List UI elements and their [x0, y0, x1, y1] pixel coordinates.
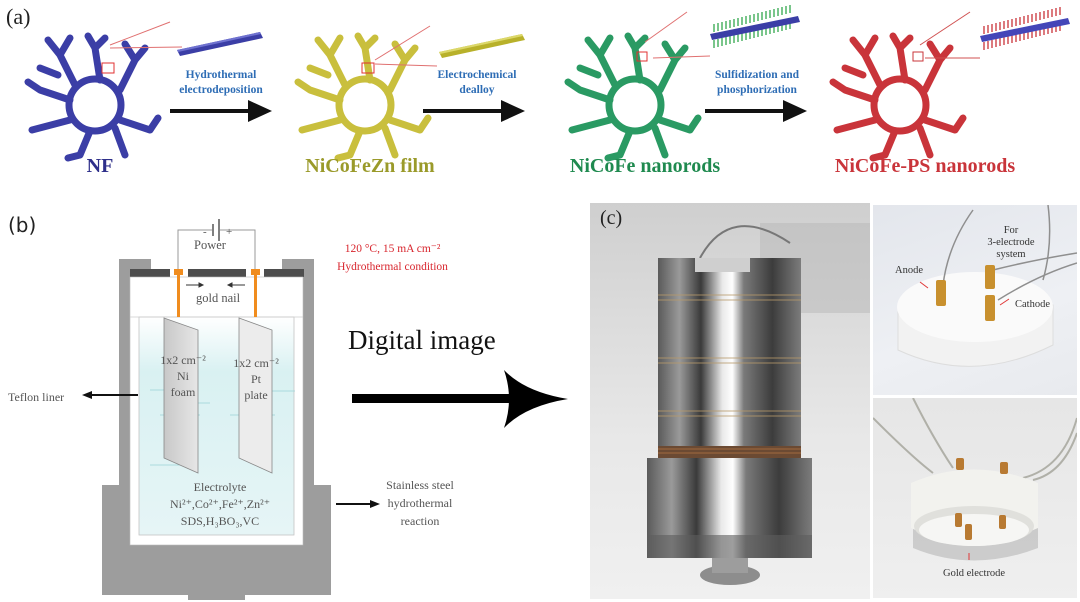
reactor-diagram [102, 219, 331, 600]
stainless-steel-label: Stainless steel hydrothermal reaction [380, 476, 460, 530]
gold-nail-left [174, 269, 183, 317]
material-label-nicofe-ps: NiCoFe-PS nanorods [834, 155, 1016, 177]
pt-plate-label: 1x2 cm⁻² Pt plate [231, 355, 281, 403]
gold-electrode-label: Gold electrode [943, 568, 1006, 579]
panel-c-label: (c) [600, 207, 623, 229]
zoom-lines-4 [919, 11, 980, 59]
nanorod-green-spiky [710, 5, 800, 48]
teflon-lid [897, 205, 1077, 367]
step-1-line2: electrodeposition [179, 84, 263, 96]
electrolyte-label: Electrolyte Ni²⁺,Co²⁺,Fe²⁺,Zn²⁺ SDS,H₃BO… [150, 479, 290, 530]
material-label-nf: NF [86, 155, 114, 177]
ni-foam-line3: foam [170, 385, 196, 399]
pt-plate-electrode [238, 317, 273, 474]
photo-autoclave: (c) [590, 203, 870, 599]
autoclave-vessel [647, 223, 870, 585]
battery-icon [212, 219, 220, 241]
gold-nail-right [251, 269, 260, 317]
teflon-ring [873, 398, 1077, 561]
ni-foam-label: 1x2 cm⁻² Ni foam [158, 352, 208, 400]
teflon-pointer-arrow [82, 391, 138, 399]
step-1-label: Hydrothermal electrodeposition [164, 68, 278, 98]
foam-structure-nicofe [564, 32, 702, 162]
ni-foam-size: 1x2 cm⁻² [160, 353, 206, 367]
foam-structure-nicofe-ps [829, 32, 967, 162]
electrolyte-ions: Ni²⁺,Co²⁺,Fe²⁺,Zn²⁺ [169, 497, 271, 511]
foam-structure-nf [24, 32, 162, 162]
electrolyte-title: Electrolyte [193, 480, 247, 494]
step-2-line2: dealloy [459, 84, 495, 96]
step-3-line1: Sulfidization and [714, 69, 800, 81]
zoom-lines-1 [109, 21, 183, 49]
foam-branches [24, 32, 162, 162]
nanorod-yellow [439, 34, 525, 58]
step-3-label: Sulfidization and phosphorization [695, 68, 819, 98]
three-electrode-line3: system [996, 249, 1026, 260]
gold-nail-label: gold nail [196, 291, 241, 305]
condition-line2: Hydrothermal condition [337, 261, 448, 273]
step-1-arrow [170, 100, 272, 122]
power-label: Power [194, 238, 226, 252]
lid-plates [130, 269, 304, 277]
material-label-nicofezn: NiCoFeZn film [305, 155, 435, 177]
cathode-label: Cathode [1015, 299, 1050, 310]
electrolyte-additives: SDS,H₃BO₃,VC [180, 514, 260, 528]
digital-image-arrow [352, 370, 568, 428]
digital-image-label: Digital image [348, 325, 496, 355]
steel-line1: Stainless steel [386, 478, 454, 492]
gold-nail-arrows [186, 282, 245, 288]
hydrothermal-condition: 120 °C, 15 mA cm⁻² Hydrothermal conditio… [330, 240, 455, 276]
foam-structure-nicofezn [294, 32, 432, 162]
pt-plate-line2: Pt [250, 372, 261, 386]
ni-foam-line2: Ni [177, 369, 189, 383]
stainless-steel-body [102, 259, 331, 600]
condition-line1: 120 °C, 15 mA cm⁻² [344, 243, 441, 255]
step-2-arrow [423, 100, 525, 122]
nanorod-red-spiky [980, 7, 1070, 50]
steel-pointer-arrow [336, 500, 380, 508]
polarity-minus: - [203, 226, 207, 238]
photo-lid-top: Anode Cathode For 3-electrode system [873, 205, 1077, 395]
zoom-lines-2 [374, 25, 438, 67]
polarity-plus: + [226, 226, 233, 238]
three-electrode-line2: 3-electrode [987, 237, 1035, 248]
photo-lid-bottom: Gold electrode [873, 398, 1077, 598]
steel-line3: reaction [400, 514, 440, 528]
step-3-arrow [705, 100, 807, 122]
teflon-liner-label: Teflon liner [8, 390, 65, 404]
step-2-line1: Electrochemical [437, 69, 517, 81]
step-2-label: Electrochemical dealloy [420, 68, 534, 98]
zoom-lines-3 [644, 11, 711, 59]
step-1-line1: Hydrothermal [185, 69, 257, 81]
panel-b-label: (b) [8, 213, 37, 237]
steel-line2: hydrothermal [387, 496, 453, 510]
pt-plate-size: 1x2 cm⁻² [233, 356, 279, 370]
pt-plate-line3: plate [244, 388, 268, 402]
three-electrode-label: For 3-electrode system [976, 225, 1046, 261]
anode-label: Anode [895, 265, 923, 276]
material-label-nicofe: NiCoFe nanorods [569, 155, 721, 177]
three-electrode-line1: For [1003, 225, 1019, 236]
step-3-line2: phosphorization [717, 84, 797, 96]
panel-a-label: (a) [6, 4, 31, 29]
nanorod-blue [177, 32, 263, 56]
ni-foam-electrode [163, 317, 199, 474]
